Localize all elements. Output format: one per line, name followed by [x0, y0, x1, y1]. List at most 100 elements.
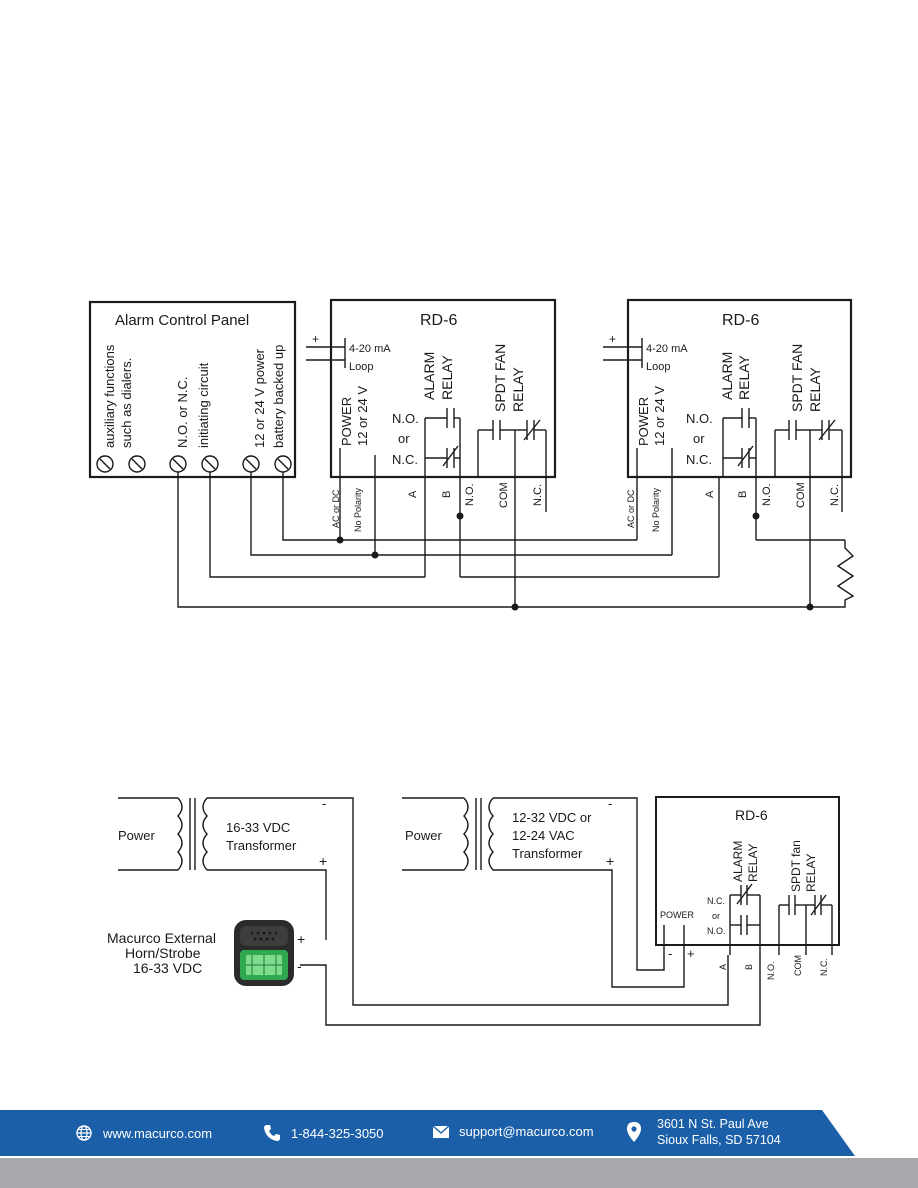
- panel-label-aux1: auxiliary functions: [102, 344, 117, 448]
- rd6-bottom-term-com: COM: [793, 955, 803, 976]
- footer-band: [0, 1110, 855, 1156]
- footer-address-line1: 3601 N St. Paul Ave: [657, 1117, 769, 1131]
- wiring-diagrams: Alarm Control Panel auxiliary functions …: [88, 298, 855, 1026]
- rd6-bottom-power: POWER: [660, 910, 695, 920]
- rd6-right-loop2: Loop: [646, 361, 670, 373]
- rd6-left-internals: [306, 338, 547, 555]
- rd6-bottom-term-a: A: [718, 964, 728, 970]
- rd6-right-term-com: COM: [795, 482, 807, 508]
- rd6-left-fan2: RELAY: [510, 366, 526, 412]
- panel-label-aux2: such as dialers.: [119, 358, 134, 448]
- rd6-bottom-term-b: B: [744, 964, 754, 970]
- horn-wire-minus: [300, 955, 761, 1026]
- rd6-bottom-term-nc: N.C.: [819, 958, 829, 976]
- location-pin-icon: [627, 1122, 641, 1142]
- panel-title: Alarm Control Panel: [115, 312, 249, 329]
- rd6-right-fan2: RELAY: [807, 366, 823, 412]
- left-power-label: Power: [118, 828, 156, 843]
- right-transformer-line1: 12-32 VDC or: [512, 810, 592, 825]
- rd6-right-box: [626, 298, 853, 479]
- rd6-right-plus: +: [609, 332, 616, 346]
- panel-label-init1: N.O. or N.C.: [175, 376, 190, 448]
- rd6-right-title: RD-6: [722, 312, 759, 329]
- rd6-left-term-nc: N.C.: [532, 484, 544, 506]
- right-power-label: Power: [405, 828, 443, 843]
- rd6-right-term-acdc: AC or DC: [626, 489, 636, 528]
- rd6-right-loop1: 4-20 mA: [646, 343, 688, 355]
- horn-minus: -: [297, 958, 302, 974]
- rd6-left-power1: POWER: [339, 397, 354, 446]
- rd6-right-fan1: SPDT FAN: [789, 344, 805, 412]
- rd6-left-title: RD-6: [420, 312, 457, 329]
- footer-gray-bar: [0, 1158, 918, 1188]
- rd6-bottom-plus: +: [687, 946, 695, 961]
- right-transformer-minus: -: [608, 796, 612, 811]
- rd6-right-power1: POWER: [636, 397, 651, 446]
- footer-address-line2: Sioux Falls, SD 57104: [657, 1133, 781, 1147]
- rd6-right-no: N.O.: [686, 411, 713, 426]
- rd6-right-internals: [603, 338, 843, 477]
- rd6-left-term-com: COM: [498, 482, 510, 508]
- rd6-left-nc: N.C.: [392, 452, 418, 467]
- panel-label-pwr2: battery backed up: [271, 345, 286, 448]
- rd6-bottom-internals: [663, 883, 833, 955]
- rd6-bottom-fan1: SPDT fan: [789, 840, 803, 892]
- rd6-left-term-acdc: AC or DC: [331, 489, 341, 528]
- rd6-left-or: or: [398, 431, 410, 446]
- rd6-bottom-alarm1: ALARM: [731, 841, 745, 882]
- left-transformer: [118, 797, 729, 1006]
- rd6-bottom-minus: -: [668, 946, 672, 961]
- rd6-left-no: N.O.: [392, 411, 419, 426]
- rd6-bottom-no: N.O.: [707, 926, 726, 936]
- left-transformer-line1: 16-33 VDC: [226, 820, 290, 835]
- alarm-control-panel-box: [88, 300, 297, 479]
- right-transformer-plus: +: [606, 853, 614, 869]
- rd6-left-plus: +: [312, 332, 319, 346]
- rd6-bottom-nc: N.C.: [707, 896, 725, 906]
- globe-icon: [76, 1125, 92, 1141]
- interconnect-wires: [177, 472, 855, 608]
- rd6-left-loop2: Loop: [349, 361, 373, 373]
- footer-email-text: support@macurco.com: [459, 1124, 594, 1139]
- rd6-left-minus: -: [313, 352, 317, 366]
- rd6-left-box: [329, 298, 557, 479]
- horn-label-line3: 16-33 VDC: [133, 960, 202, 976]
- rd6-left-term-a: A: [407, 490, 419, 498]
- rd6-bottom-or: or: [712, 911, 720, 921]
- right-transformer-line2: 12-24 VAC: [512, 828, 575, 843]
- rd6-left-term-b: B: [441, 491, 453, 498]
- rd6-bottom-title: RD-6: [735, 807, 768, 823]
- rd6-bottom-box: [655, 796, 840, 946]
- horn-label-line2: Horn/Strobe: [125, 945, 201, 961]
- rd6-right-or: or: [693, 431, 705, 446]
- footer-phone[interactable]: 1-844-325-3050: [263, 1124, 384, 1142]
- footer-website[interactable]: www.macurco.com: [75, 1124, 212, 1142]
- footer-phone-text: 1-844-325-3050: [291, 1125, 384, 1141]
- rd6-right-minus: -: [610, 352, 614, 366]
- phone-icon: [264, 1125, 280, 1141]
- rd6-left-fan1: SPDT FAN: [492, 344, 508, 412]
- footer-website-text: www.macurco.com: [103, 1125, 213, 1141]
- rd6-left-term-nopol: No Polarity: [353, 487, 363, 532]
- terminal-stubs: [339, 477, 843, 607]
- horn-label-line1: Macurco External: [107, 930, 216, 946]
- rd6-right-power2: 12 or 24 V: [652, 386, 667, 446]
- rd6-bottom-alarm2: RELAY: [746, 844, 760, 882]
- left-transformer-minus: -: [322, 796, 326, 811]
- rd6-right-nc: N.C.: [686, 452, 712, 467]
- rd6-left-alarm2: RELAY: [439, 354, 455, 400]
- rd6-right-alarm2: RELAY: [736, 354, 752, 400]
- mail-icon: [433, 1125, 449, 1138]
- rd6-right-term-a: A: [704, 490, 716, 498]
- junction-dots: [336, 512, 814, 611]
- rd6-left-power2: 12 or 24 V: [355, 386, 370, 446]
- rd6-right-term-no: N.O.: [761, 483, 773, 506]
- rd6-left-alarm1: ALARM: [421, 352, 437, 400]
- horn-strobe-device: [234, 920, 294, 986]
- rd6-right-term-nopol: No Polarity: [651, 487, 661, 532]
- rd6-right-term-b: B: [737, 491, 749, 498]
- panel-label-pwr1: 12 or 24 V power: [252, 348, 267, 448]
- footer-email[interactable]: support@macurco.com: [433, 1124, 594, 1139]
- rd6-right-term-nc: N.C.: [829, 484, 841, 506]
- rd6-left-loop1: 4-20 mA: [349, 343, 391, 355]
